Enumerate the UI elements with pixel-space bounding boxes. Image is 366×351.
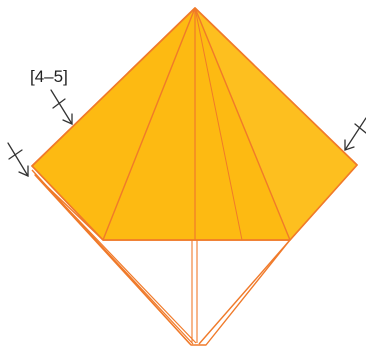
crease-left-inner [102, 7, 196, 241]
lower-flap-edge-2 [37, 177, 194, 345]
lower-flap-layers [31, 169, 291, 346]
upper-kite [31, 7, 358, 241]
crease-right-inner [194, 7, 291, 241]
left-upper-fold-arrow [50, 89, 73, 126]
right-fold-arrow [344, 117, 366, 151]
upper-kite-outline [31, 7, 358, 241]
left-lower-fold-arrow [7, 142, 29, 178]
step-range-label: [4–5] [30, 67, 68, 86]
lower-flap-edge-right [198, 239, 291, 345]
lower-flap-edge-3 [43, 183, 197, 344]
right-fold-facet [195, 8, 357, 240]
crease-right-mid [194, 7, 243, 241]
